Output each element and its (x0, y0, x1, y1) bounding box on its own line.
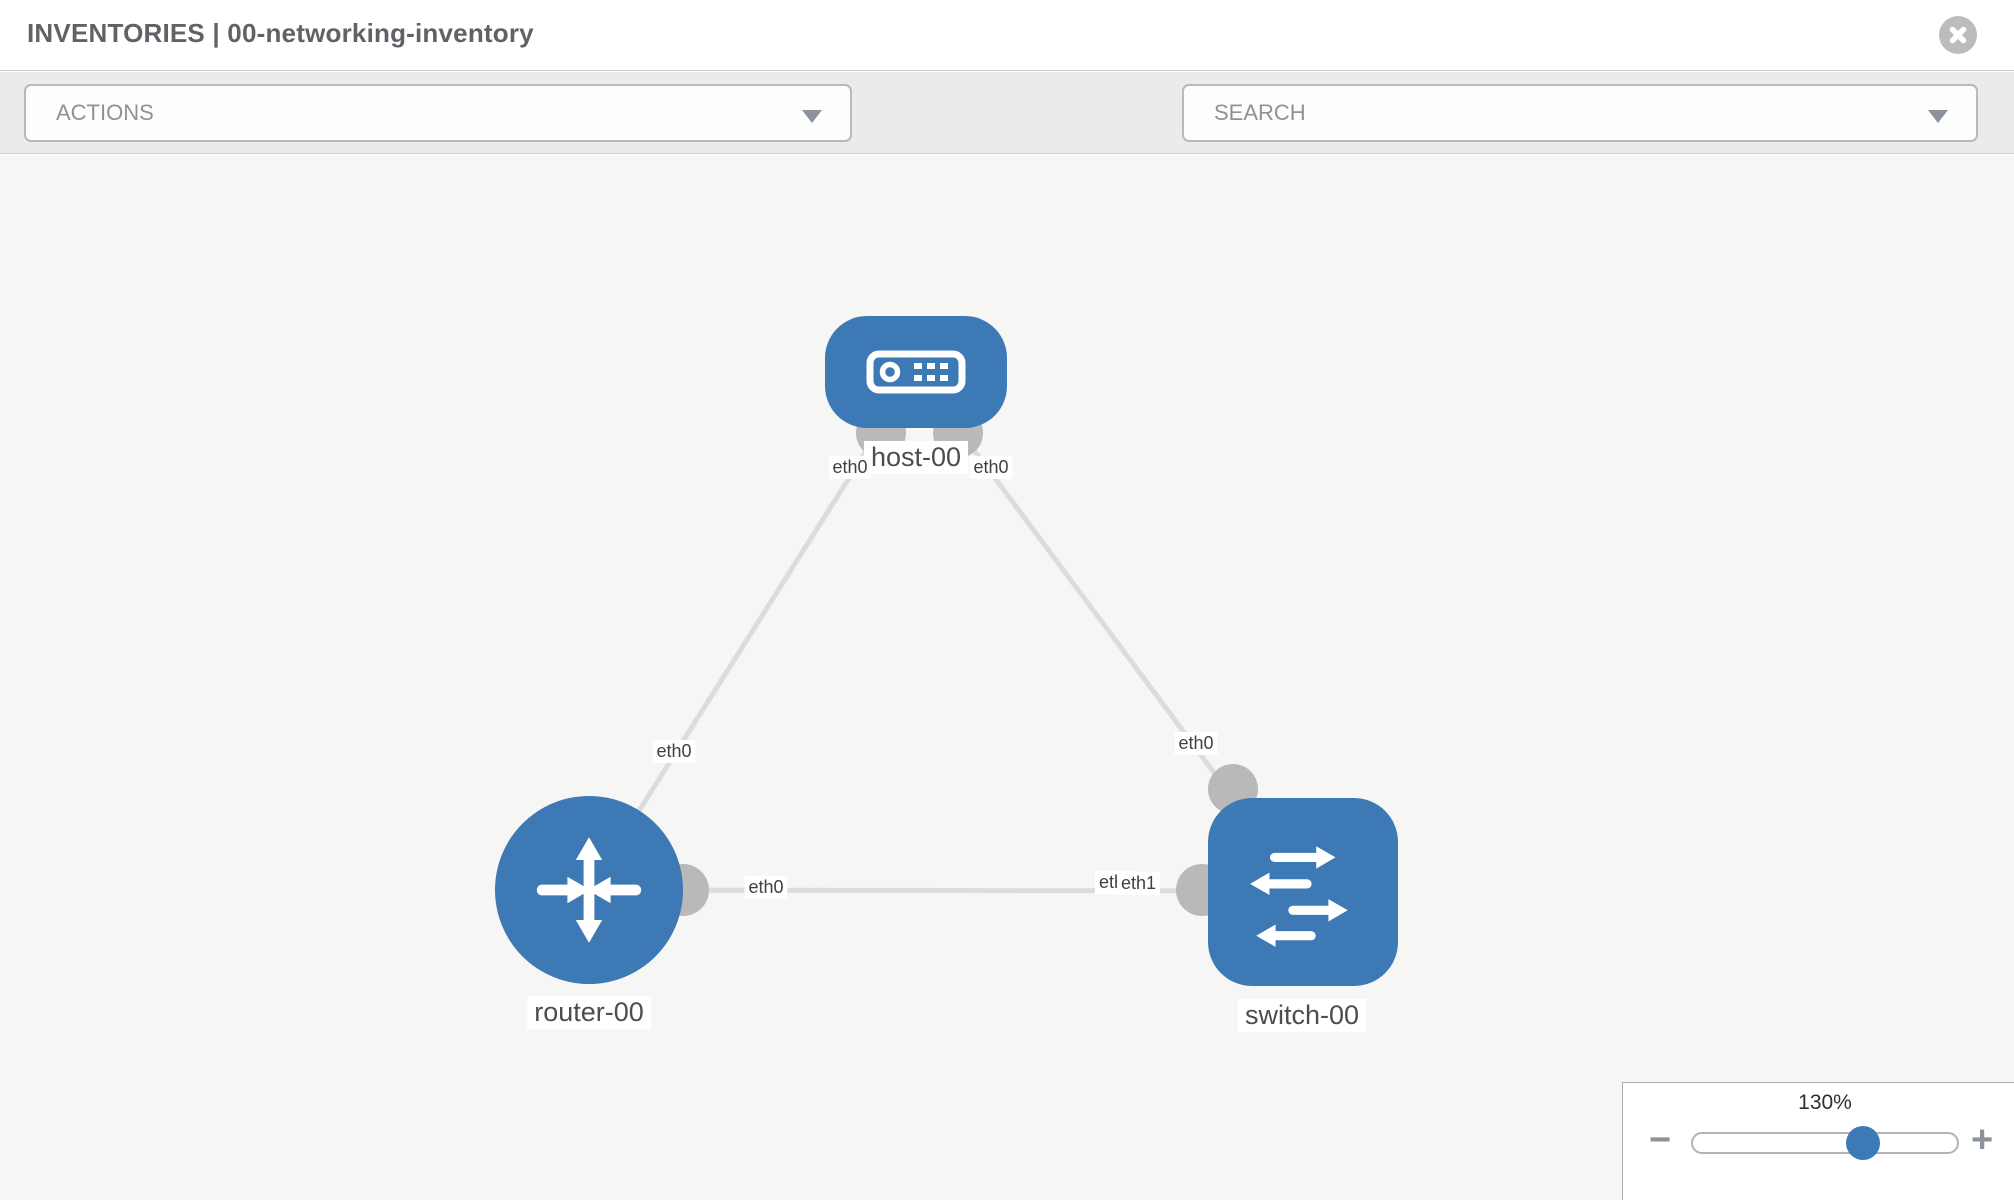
topology-links-layer (586, 370, 1305, 916)
search-dropdown[interactable]: SEARCH (1182, 84, 1978, 142)
zoom-panel: 130% − + (1622, 1082, 2014, 1200)
search-dropdown-label: SEARCH (1214, 100, 1306, 125)
node-label-router: router-00 (527, 996, 651, 1029)
eth-label-link-host-switch: eth0 (1174, 732, 1218, 755)
switch-icon (1250, 846, 1348, 947)
router-icon (536, 837, 642, 943)
eth-label-router-right: eth0 (744, 876, 788, 899)
eth-label-host-left: eth0 (828, 456, 872, 479)
topology-canvas[interactable]: host-00 router-00 switch-00 eth0 eth0 et… (0, 155, 2014, 1200)
node-router[interactable] (495, 796, 683, 984)
zoom-slider-knob[interactable] (1846, 1126, 1880, 1160)
chevron-down-icon (1928, 110, 1948, 123)
zoom-slider-track[interactable] (1691, 1132, 1959, 1154)
zoom-in-button[interactable]: + (1971, 1119, 1993, 1161)
host-icon (866, 350, 966, 394)
node-switch[interactable] (1208, 798, 1398, 986)
node-label-host: host-00 (863, 441, 969, 474)
toolbar: ACTIONS SEARCH (0, 72, 2014, 205)
zoom-out-button[interactable]: − (1649, 1119, 1671, 1161)
plus-icon: + (1971, 1119, 1994, 1161)
close-button[interactable] (1939, 16, 1977, 54)
close-icon (1949, 26, 1967, 44)
eth-label-host-right: eth0 (969, 456, 1013, 479)
actions-dropdown-label: ACTIONS (56, 100, 154, 125)
page-title: INVENTORIES | 00-networking-inventory (27, 18, 534, 48)
eth-label-link-host-router: eth0 (652, 740, 696, 763)
actions-dropdown[interactable]: ACTIONS (24, 84, 852, 142)
chevron-down-icon (802, 110, 822, 123)
minus-icon: − (1649, 1119, 1672, 1161)
header: INVENTORIES | 00-networking-inventory (0, 0, 2014, 71)
zoom-level: 130% (1798, 1091, 1852, 1114)
node-label-switch: switch-00 (1237, 999, 1367, 1032)
node-host[interactable] (825, 316, 1007, 428)
eth-label-switch-eth1: eth1 (1117, 872, 1161, 895)
